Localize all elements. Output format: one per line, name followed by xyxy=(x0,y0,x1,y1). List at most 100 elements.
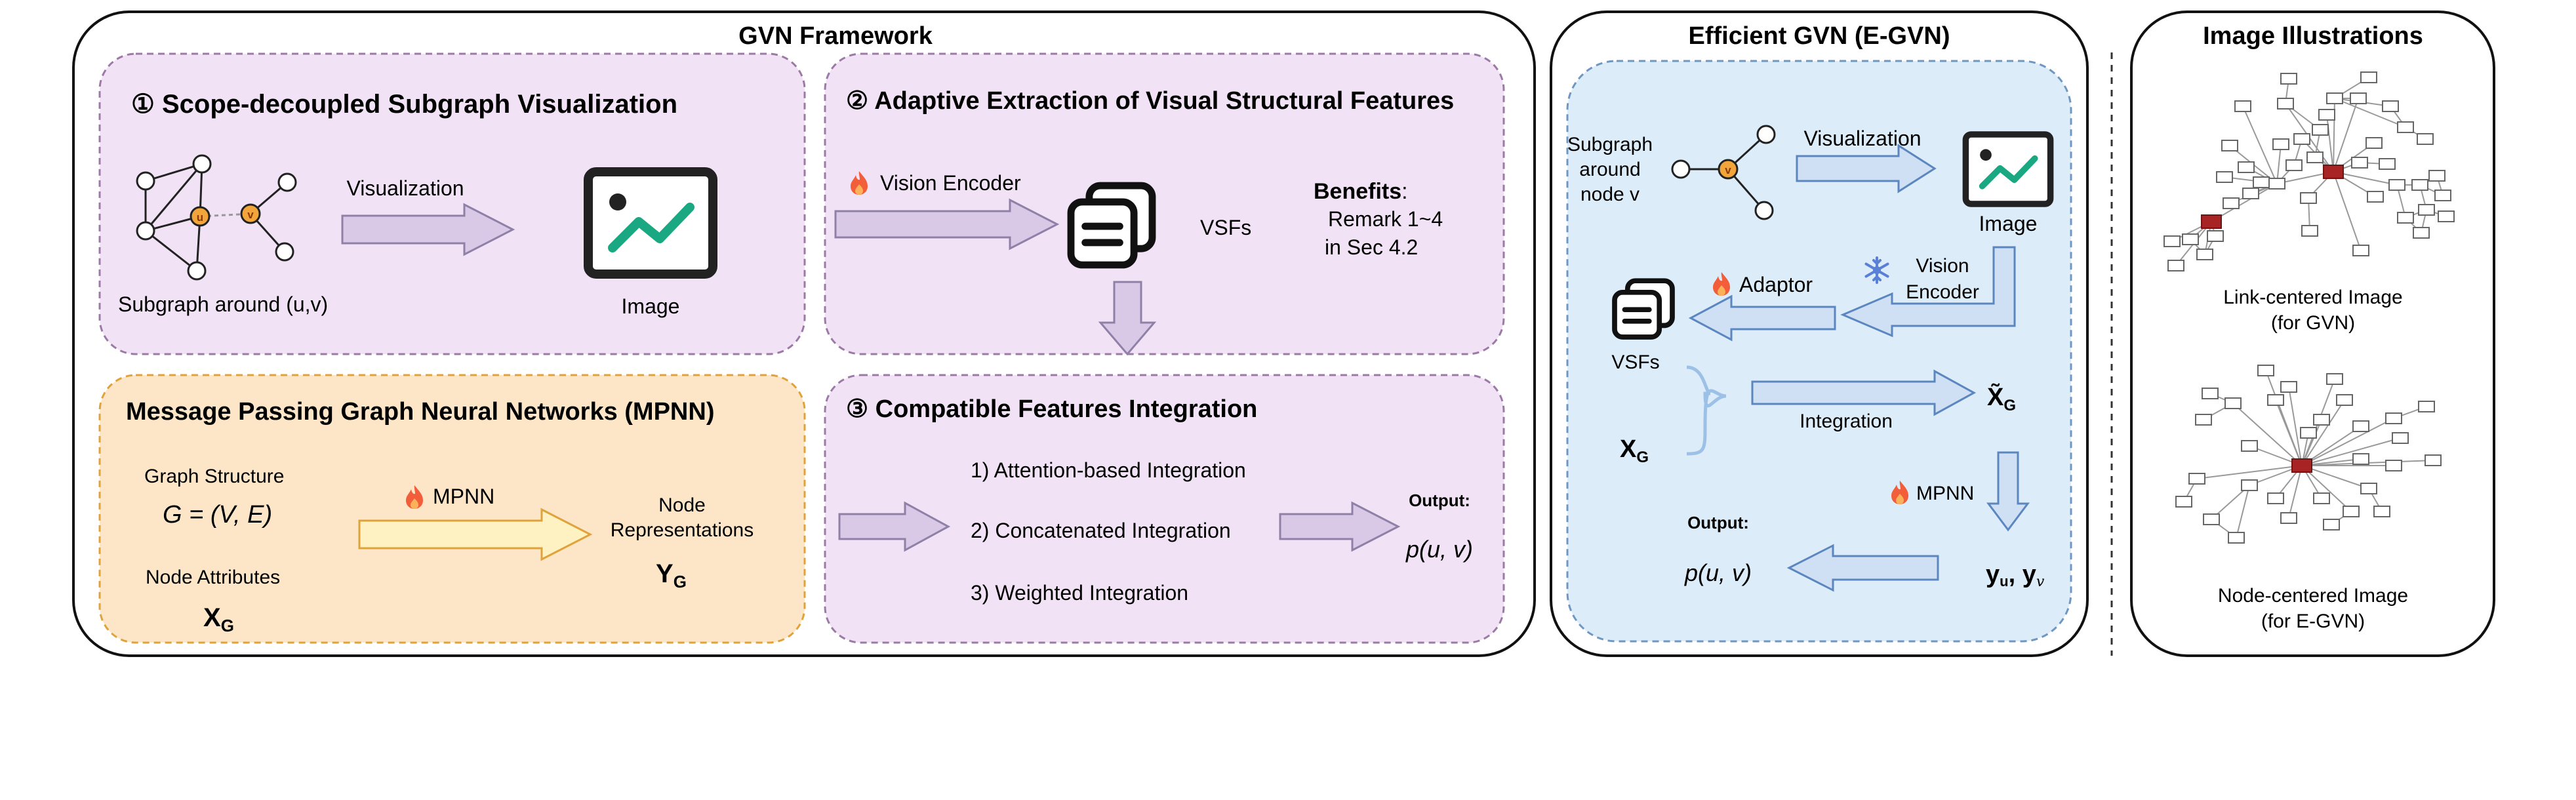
mpnn-title: Message Passing Graph Neural Networks (M… xyxy=(126,398,714,426)
node-graph-edge xyxy=(2275,399,2303,466)
node-graph-node xyxy=(2360,483,2377,494)
egvn-visualization-label: Visualization xyxy=(1803,127,1921,150)
node-graph-node xyxy=(2313,414,2330,426)
step3-title: ③ Compatible Features Integration xyxy=(846,395,1257,423)
link-graph-node xyxy=(2350,92,2367,104)
node-graph-node xyxy=(2336,394,2353,406)
link-graph-node xyxy=(2365,137,2383,149)
link-graph-node xyxy=(2196,249,2213,260)
link-graph-node xyxy=(2277,98,2294,110)
link-graph-node xyxy=(2268,178,2285,190)
node-graph-node xyxy=(2352,453,2369,465)
link-centered-graph xyxy=(2163,71,2455,271)
gvn-framework-title: GVN Framework xyxy=(738,22,933,50)
node-graph-node xyxy=(2241,440,2258,452)
integration-option-3: 3) Weighted Integration xyxy=(971,581,1188,605)
link-graph-node xyxy=(2300,192,2317,204)
egvn-brace xyxy=(1686,365,1727,456)
step1-title: ① Scope-decoupled Subgraph Visualization xyxy=(131,90,677,119)
link-graph-node xyxy=(2397,121,2414,133)
subgraph-caption: Subgraph around (u,v) xyxy=(118,292,328,316)
node-v xyxy=(240,203,261,224)
egvn-image-icon xyxy=(1965,134,2050,204)
step3-box xyxy=(824,374,1505,644)
egvn-xg-math: XG xyxy=(1620,435,1649,466)
egvn-title: Efficient GVN (E-GVN) xyxy=(1688,22,1950,50)
link-graph-node xyxy=(2418,204,2435,216)
link-graph-node xyxy=(2163,235,2181,247)
link-graph-node xyxy=(2280,73,2297,85)
link-graph-node xyxy=(2182,233,2199,245)
node-attributes-math: XG xyxy=(203,603,234,635)
link-graph-node xyxy=(2207,230,2224,242)
link-graph-node xyxy=(2352,245,2369,256)
node-caption-line2: (for E-GVN) xyxy=(2261,610,2365,632)
egvn-node-v xyxy=(1718,159,1739,180)
node-graph-edge xyxy=(2301,437,2401,466)
node-graph-node xyxy=(2326,373,2343,385)
node-graph-node xyxy=(2228,532,2245,544)
node-graph-node xyxy=(2385,412,2402,424)
link-graph-node xyxy=(2379,158,2396,170)
image-chart-icon xyxy=(588,172,713,274)
vision-encoder-arrow xyxy=(834,198,1060,250)
egvn-subgraph-line1: Subgraph xyxy=(1567,134,1653,155)
node-graph-node xyxy=(2425,454,2442,466)
link-graph-node xyxy=(2438,210,2455,222)
benefits-title: Benefits: xyxy=(1314,179,1408,204)
node-graph-node xyxy=(2280,512,2297,524)
link-graph-node xyxy=(2285,159,2303,171)
link-graph-edge xyxy=(2211,183,2278,222)
vision-encoder-label: Vision Encoder xyxy=(880,171,1021,195)
node-graph-node xyxy=(2202,388,2219,399)
link-graph-edge xyxy=(2333,171,2362,251)
node-graph-node xyxy=(2352,420,2369,432)
graph-structure-math: G = (V, E) xyxy=(163,501,272,529)
node-graph-node xyxy=(2418,401,2435,412)
illustrations-title: Image Illustrations xyxy=(2203,22,2423,50)
node-graph-edge xyxy=(2301,465,2369,489)
integration-option-2: 2) Concatenated Integration xyxy=(971,519,1231,542)
adaptor-arrow xyxy=(1688,294,1836,342)
egvn-subgraph-graph: v xyxy=(1671,125,1776,220)
node-graph-node xyxy=(2203,513,2220,525)
node-graph-edge xyxy=(2301,465,2352,512)
egvn-node-v-label: v xyxy=(1725,164,1731,176)
node-graph-node xyxy=(2313,492,2330,504)
benefits-line1: Remark 1~4 xyxy=(1328,207,1443,231)
link-graph-edge xyxy=(2333,171,2398,186)
node-repr-math: YG xyxy=(656,559,687,591)
link-graph-node xyxy=(2434,190,2451,201)
egvn-subgraph-line3: node v xyxy=(1580,184,1640,205)
link-graph-node xyxy=(2382,100,2399,112)
node-graph-node xyxy=(2323,519,2340,530)
integration-option-1: 1) Attention-based Integration xyxy=(971,458,1246,482)
egvn-vision-line2: Encoder xyxy=(1906,281,1979,303)
integration-in-arrow xyxy=(838,501,951,552)
node-graph-node xyxy=(2188,473,2205,485)
egvn-output-math: p(u, v) xyxy=(1684,559,1752,586)
node-graph-node xyxy=(2343,506,2360,517)
node-u xyxy=(190,206,211,227)
link-graph-node xyxy=(2413,227,2430,239)
step1-box xyxy=(98,52,806,355)
subgraph-uv-graph: u v xyxy=(136,154,297,281)
node-graph-node xyxy=(2385,460,2402,471)
link-graph-node xyxy=(2301,225,2318,237)
egvn-vision-line1: Vision xyxy=(1916,255,1969,277)
link-graph-node xyxy=(2428,170,2445,182)
vsfs-label: VSFs xyxy=(1200,216,1251,239)
link-caption-line1: Link-centered Image xyxy=(2223,287,2403,308)
node-graph-node xyxy=(2224,397,2242,409)
link-graph-node xyxy=(2367,191,2384,203)
output-label: Output: xyxy=(1409,490,1470,510)
node-centered-graph xyxy=(2175,365,2442,544)
output-math: p(u, v) xyxy=(1405,536,1473,563)
egvn-image-caption: Image xyxy=(1979,212,2038,235)
link-graph-node xyxy=(2223,197,2240,209)
link-graph-node xyxy=(2272,138,2289,150)
link-caption-line2: (for GVN) xyxy=(2271,312,2355,334)
node-graph-edge xyxy=(2301,418,2394,466)
node-graph-edge xyxy=(2236,485,2250,538)
node-graph-edge xyxy=(2301,419,2322,466)
